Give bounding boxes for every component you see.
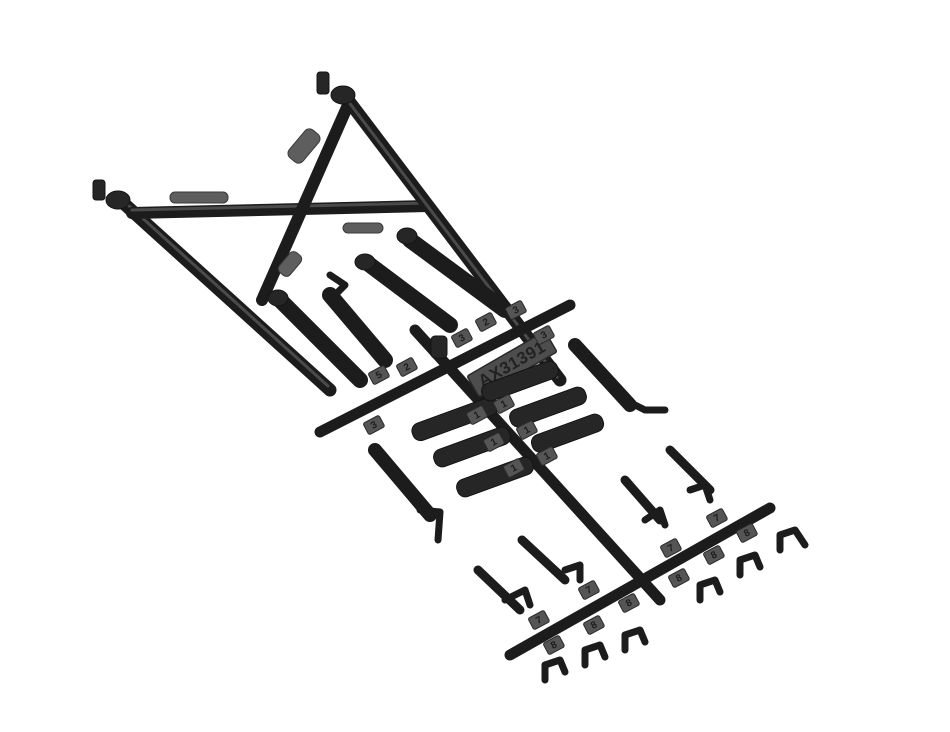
sprue-runners bbox=[314, 299, 776, 661]
svg-text:8: 8 bbox=[674, 572, 684, 585]
svg-text:7: 7 bbox=[584, 584, 594, 597]
svg-text:8: 8 bbox=[549, 639, 559, 652]
svg-text:1: 1 bbox=[542, 450, 552, 463]
svg-text:8: 8 bbox=[624, 597, 634, 610]
svg-text:1: 1 bbox=[522, 424, 532, 437]
svg-text:8: 8 bbox=[742, 527, 752, 540]
center-tabs: 1 1 1 1 1 1 bbox=[466, 394, 558, 478]
svg-text:1: 1 bbox=[472, 409, 482, 422]
svg-text:7: 7 bbox=[712, 512, 722, 525]
svg-text:3: 3 bbox=[539, 329, 549, 342]
svg-text:8: 8 bbox=[589, 619, 599, 632]
svg-text:1: 1 bbox=[509, 462, 519, 475]
roll-cage-frame bbox=[92, 71, 567, 397]
svg-text:7: 7 bbox=[666, 542, 676, 555]
svg-text:3: 3 bbox=[457, 332, 467, 345]
svg-text:8: 8 bbox=[709, 549, 719, 562]
svg-text:2: 2 bbox=[402, 361, 412, 374]
svg-text:1: 1 bbox=[499, 398, 509, 411]
lower-hooks bbox=[473, 445, 809, 684]
upper-tabs: 5 3 2 3 2 3 3 bbox=[363, 300, 555, 435]
lower-tabs: 7 7 8 8 8 7 8 7 8 8 bbox=[528, 508, 758, 655]
svg-text:1: 1 bbox=[489, 436, 499, 449]
svg-text:5: 5 bbox=[374, 369, 384, 382]
svg-text:7: 7 bbox=[534, 614, 544, 627]
upper-posts bbox=[267, 227, 669, 544]
svg-text:2: 2 bbox=[481, 316, 491, 329]
svg-text:3: 3 bbox=[511, 304, 521, 317]
svg-text:3: 3 bbox=[369, 419, 379, 432]
